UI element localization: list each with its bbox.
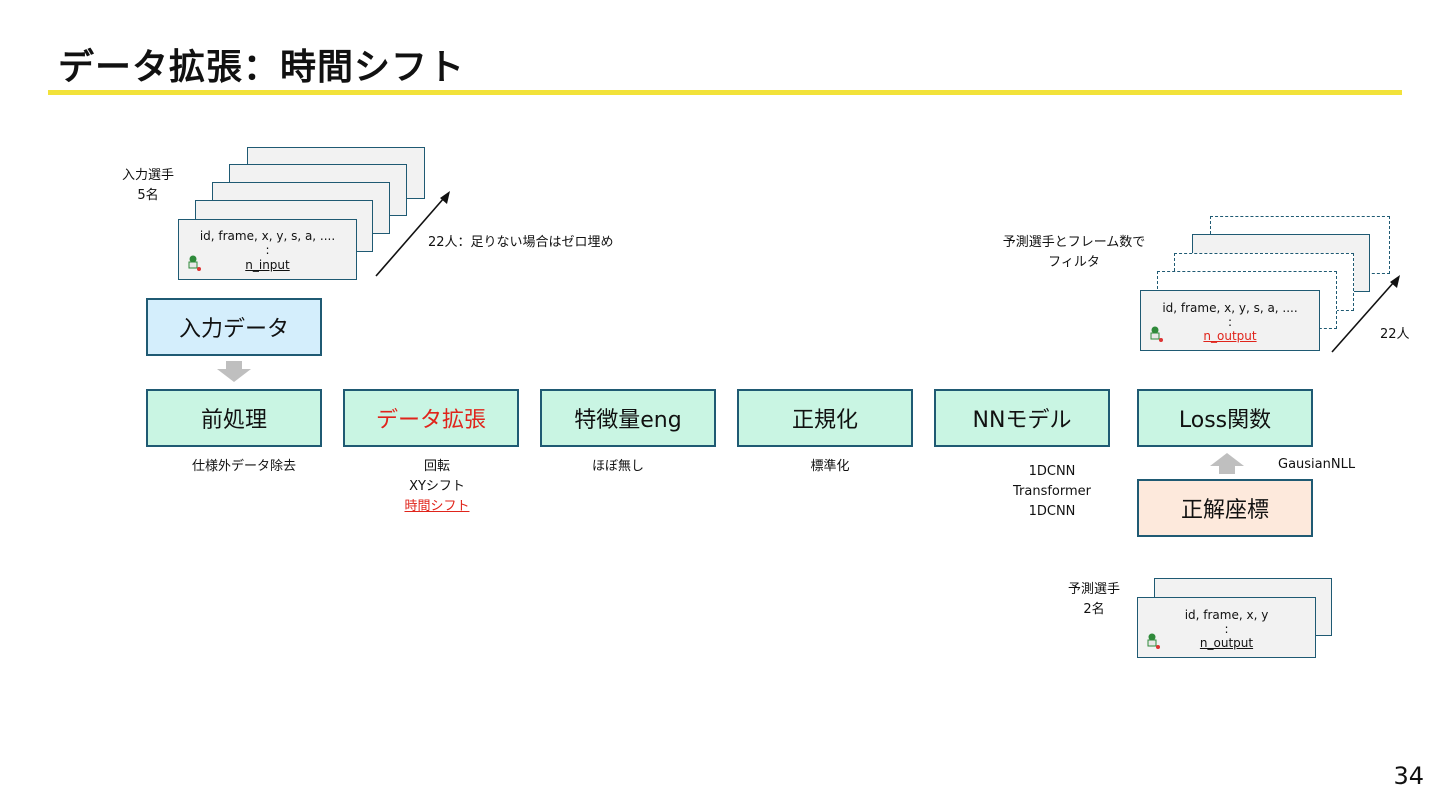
target-card-ellipsis: :	[1224, 622, 1229, 636]
up-arrow-icon	[1210, 453, 1244, 474]
input-players-label: 入力選手 5名	[122, 166, 174, 206]
stage-nn-model: NNモデル	[934, 389, 1110, 447]
note-nn-model-line2: Transformer	[1012, 484, 1091, 499]
stage-loss: Loss関数	[1137, 389, 1313, 447]
output-arrow-label: 22人	[1380, 327, 1410, 342]
input-arrow	[375, 191, 450, 277]
note-nn-model-line1: 1DCNN	[1028, 464, 1076, 479]
note-nn-model: 1DCNN Transformer 1DCNN	[934, 462, 1170, 522]
output-data-card: id, frame, x, y, s, a, .... : n_output	[1140, 290, 1320, 351]
target-players-label-line1: 予測選手	[1068, 582, 1121, 597]
output-arrow	[1331, 275, 1400, 353]
output-card-fields: id, frame, x, y, s, a, ....	[1162, 301, 1298, 315]
player-icon	[188, 255, 201, 271]
filter-label-line2: フィルタ	[1048, 255, 1100, 270]
target-coords-box: 正解座標	[1137, 479, 1313, 537]
note-loss-line1: GausianNLL	[1278, 457, 1356, 472]
input-players-label-line1: 入力選手	[122, 168, 175, 183]
note-loss: GausianNLL	[1278, 455, 1355, 475]
down-arrow-icon	[217, 361, 251, 382]
time-shift-link[interactable]: 時間シフト	[404, 499, 470, 514]
input-card-count: n_input	[245, 258, 290, 272]
page-number: 34	[1393, 762, 1424, 790]
player-icon	[1150, 326, 1163, 342]
stage-preprocess: 前処理	[146, 389, 322, 447]
target-data-card: id, frame, x, y : n_output	[1137, 597, 1316, 658]
title-underline	[48, 90, 1402, 95]
note-augmentation-line1: 回転	[423, 459, 450, 474]
output-card-ellipsis: :	[1227, 315, 1233, 329]
note-augmentation-line2: XYシフト	[409, 479, 465, 494]
note-augmentation: 回転 XYシフト 時間シフト	[343, 457, 531, 517]
stage-feature-eng: 特徴量eng	[540, 389, 716, 447]
input-players-label-line2: 5名	[137, 188, 159, 203]
input-card-ellipsis: :	[265, 243, 270, 257]
target-players-label-line2: 2名	[1083, 602, 1105, 617]
note-normalization: 標準化	[737, 457, 923, 477]
output-card-count: n_output	[1203, 329, 1257, 343]
input-data-box: 入力データ	[146, 298, 322, 356]
filter-label-line1: 予測選手とフレーム数で	[1002, 235, 1146, 250]
input-card-fields: id, frame, x, y, s, a, ....	[199, 229, 336, 243]
stage-augmentation: データ拡張	[343, 389, 519, 447]
input-data-card: id, frame, x, y, s, a, .... : n_input	[178, 219, 357, 280]
target-card-count: n_output	[1199, 636, 1254, 650]
note-nn-model-line3: 1DCNN	[1028, 504, 1076, 519]
filter-label: 予測選手とフレーム数で フィルタ	[986, 233, 1162, 273]
note-feature-eng: ほぼ無し	[540, 457, 696, 477]
note-normalization-line1: 標準化	[810, 459, 850, 474]
note-feature-eng-line1: ほぼ無し	[591, 459, 644, 474]
note-preprocess: 仕様外データ除去	[146, 457, 342, 477]
note-preprocess-line1: 仕様外データ除去	[191, 459, 296, 474]
input-arrow-label: 22人：足りない場合はゼロ埋め	[428, 235, 614, 250]
slide-title: データ拡張：時間シフト	[58, 47, 466, 88]
stage-normalization: 正規化	[737, 389, 913, 447]
player-icon	[1147, 633, 1160, 649]
target-card-fields: id, frame, x, y	[1184, 608, 1269, 622]
target-players-label: 予測選手 2名	[1068, 580, 1120, 620]
